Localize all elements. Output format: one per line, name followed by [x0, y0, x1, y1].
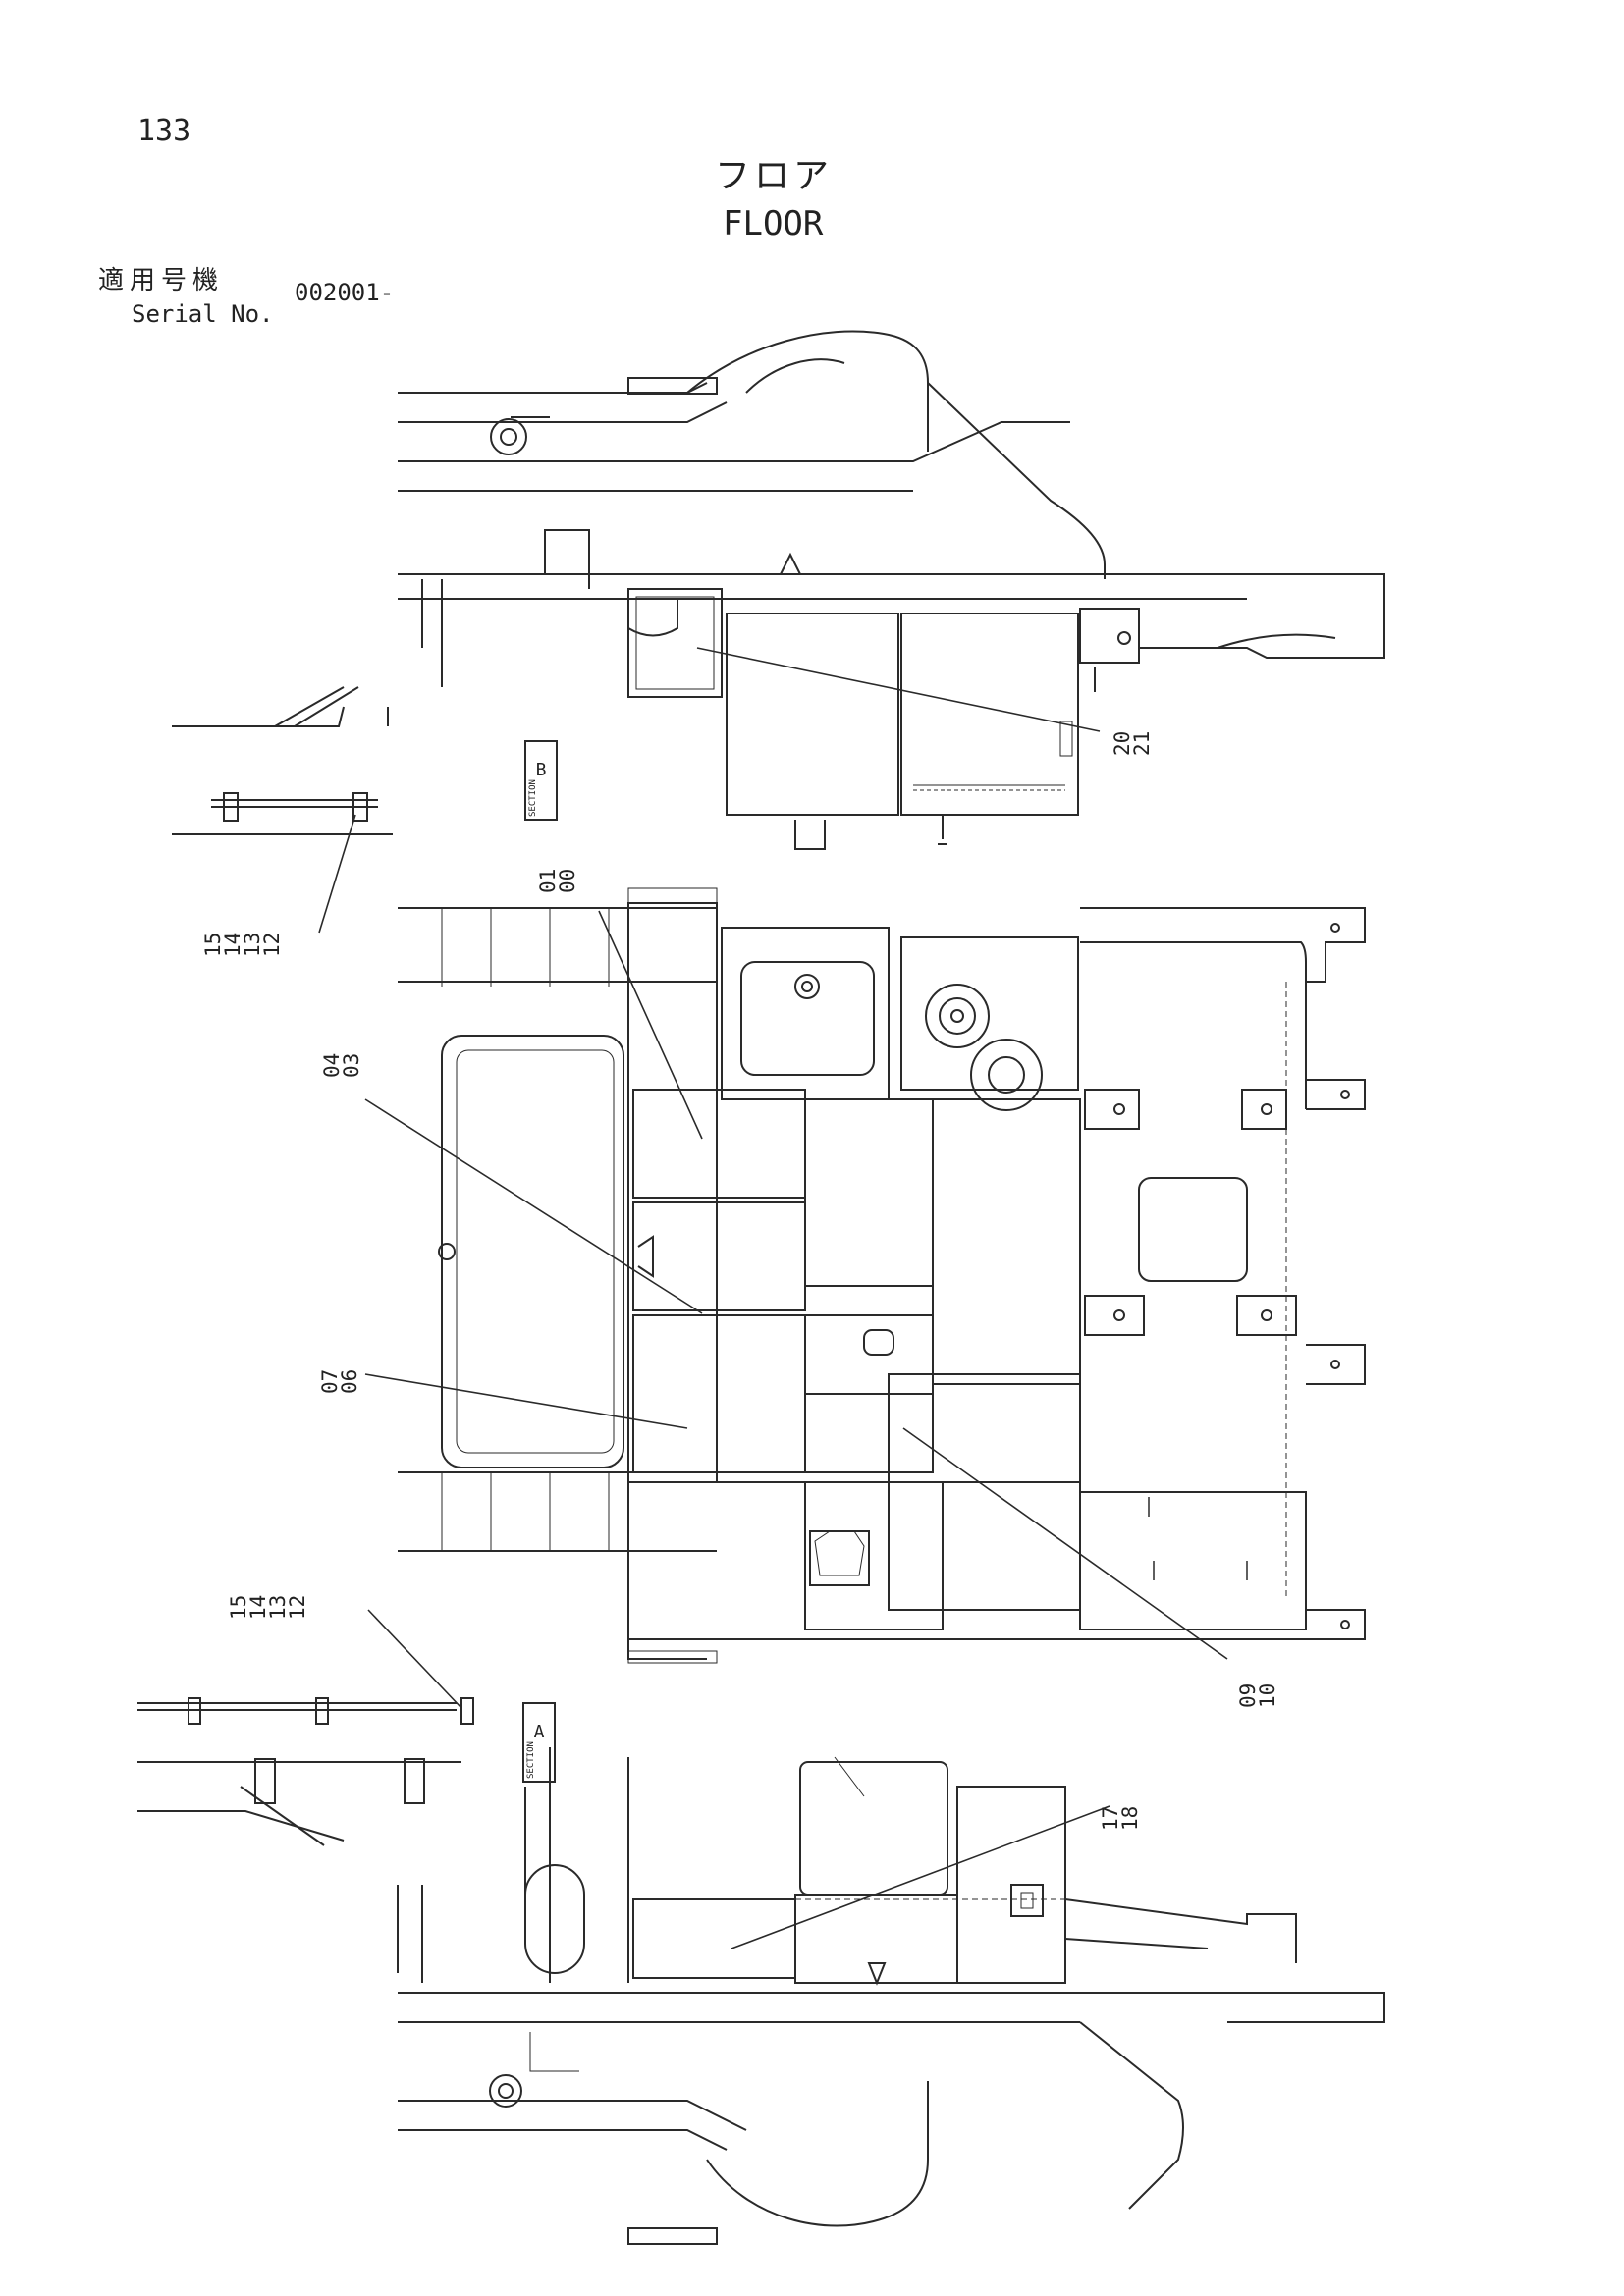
page-number: 133	[137, 114, 191, 148]
upper-track-frame	[398, 330, 1385, 687]
section-a-word: SECTION	[526, 1741, 536, 1779]
serial-label-japanese: 適用号機	[98, 266, 225, 295]
callout-04: 04	[320, 1053, 344, 1078]
leader-line-12-15-top	[318, 814, 356, 934]
section-a-letter: A	[534, 1722, 545, 1742]
callout-09: 09	[1236, 1683, 1260, 1708]
section-b-word: SECTION	[528, 779, 538, 817]
callout-03: 03	[340, 1053, 363, 1078]
callout-10: 10	[1256, 1683, 1279, 1708]
leader-line-12-15-bottom	[367, 1609, 462, 1709]
callout-15: 15	[201, 933, 225, 957]
section-b-detail: B SECTION	[172, 686, 558, 835]
page-title-japanese: フロア	[715, 156, 834, 196]
callout-14: 14	[221, 933, 244, 957]
callout-12: 12	[286, 1595, 309, 1620]
top-floor-panels	[627, 588, 1336, 850]
bottom-floor-panels	[397, 1747, 1385, 2245]
callout-13: 13	[266, 1595, 290, 1620]
serial-number-value: 002001-	[295, 279, 395, 306]
section-b-letter: B	[536, 760, 547, 780]
callout-21: 21	[1130, 731, 1154, 756]
leader-line-01-00	[598, 910, 703, 1140]
leader-line-20-21	[696, 647, 1101, 732]
leader-line-07-06	[364, 1373, 688, 1429]
leader-line-09-10	[902, 1427, 1228, 1660]
callout-14: 14	[246, 1595, 270, 1620]
callout-17: 17	[1099, 1806, 1122, 1831]
callout-13: 13	[241, 933, 264, 957]
callout-07: 07	[318, 1369, 342, 1394]
callout-18: 18	[1118, 1806, 1142, 1831]
serial-label: Serial No.	[132, 300, 274, 328]
callout-01: 01	[536, 869, 560, 893]
callout-06: 06	[338, 1369, 361, 1394]
callout-12: 12	[260, 933, 284, 957]
callout-15: 15	[227, 1595, 250, 1620]
leader-line-17-18	[731, 1805, 1110, 1949]
section-a-detail: A SECTION	[137, 1697, 556, 1846]
callout-20: 20	[1110, 731, 1134, 756]
leader-line-04-03	[364, 1098, 703, 1314]
main-floor-plan	[398, 887, 1366, 1664]
page-title: FLOOR	[723, 204, 824, 243]
callout-00: 00	[556, 869, 579, 893]
